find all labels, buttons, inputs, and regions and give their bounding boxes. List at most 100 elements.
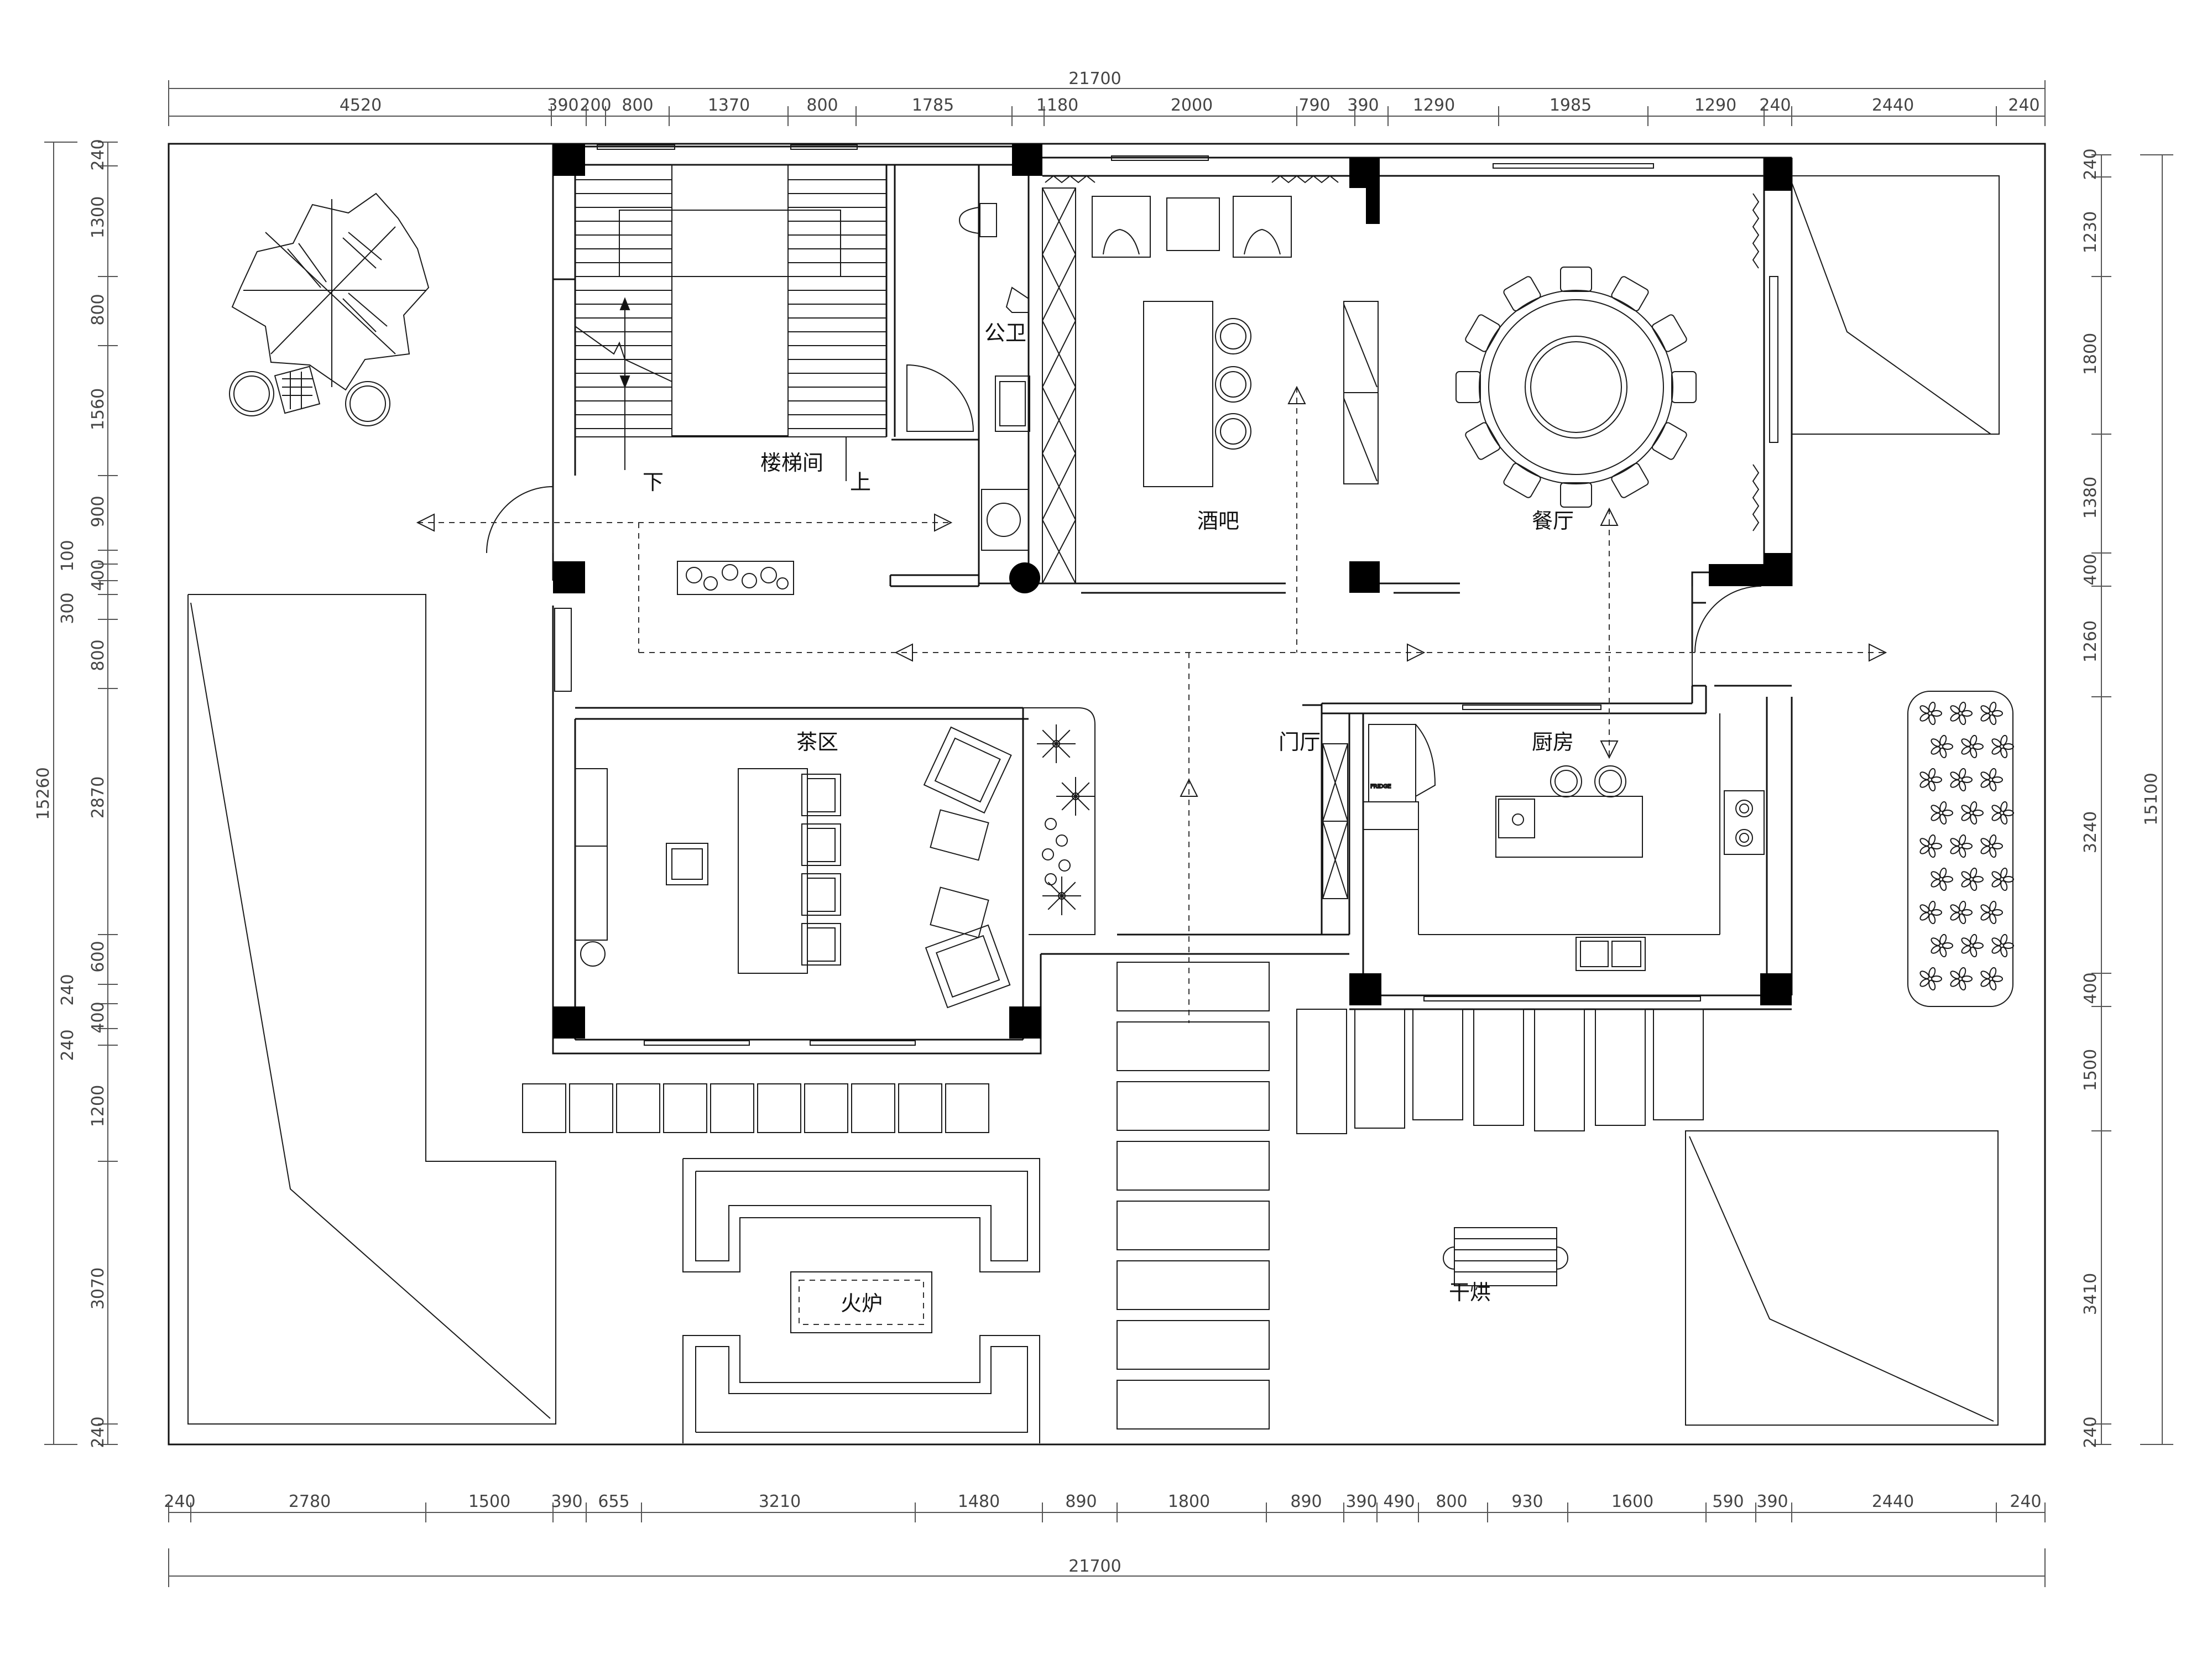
fire-pit <box>790 1271 932 1333</box>
bar-counter <box>1143 301 1213 487</box>
fire-pit-seating <box>682 1158 1040 1443</box>
left-lawn <box>187 594 556 1425</box>
column <box>1760 973 1792 1005</box>
bar-shelf <box>1041 187 1077 584</box>
tea-table <box>738 768 808 974</box>
dim-bottom-10: 890 <box>1290 1492 1322 1511</box>
dim-overall-left: 15260 <box>34 767 53 820</box>
dim-bottom-3: 1500 <box>468 1492 510 1511</box>
dim-overall-top: 21700 <box>1068 69 1121 88</box>
entrance-door <box>486 486 554 554</box>
dim-bottom-17: 390 <box>1756 1492 1788 1511</box>
dim-left-9: 800 <box>88 639 108 671</box>
tea-planter <box>1037 724 1095 915</box>
small-table <box>930 809 989 861</box>
column <box>1764 158 1792 191</box>
column <box>1349 973 1381 1005</box>
dim-top-6: 800 <box>806 96 838 115</box>
column <box>553 561 585 593</box>
dim-right-9: 1500 <box>2081 1049 2100 1091</box>
cooktop <box>1724 790 1765 855</box>
wc-label: 公卫 <box>984 321 1026 345</box>
dims-top-texts: 4520 390 200 800 1370 800 1785 1180 2000… <box>340 96 2040 115</box>
stair-down-label: 下 <box>643 470 664 494</box>
dim-bottom-19: 240 <box>2010 1492 2041 1511</box>
dim-left-16: 3070 <box>88 1267 108 1310</box>
column <box>1012 144 1042 176</box>
dims-right-texts: 240 1230 1800 1380 400 1260 3240 400 150… <box>2081 148 2100 1448</box>
dim-bottom-8: 890 <box>1065 1492 1097 1511</box>
column <box>1009 562 1040 593</box>
tea-area-furniture <box>575 707 1095 1009</box>
dim-overall-right: 15100 <box>2142 773 2161 825</box>
dim-left-12: 240 <box>58 974 77 1005</box>
lounge-chair <box>923 726 1012 814</box>
circulation-paths <box>416 385 1887 1023</box>
kitchen-label: 厨房 <box>1532 730 1574 754</box>
dim-left-14: 240 <box>58 1029 77 1061</box>
column <box>553 1006 585 1039</box>
parasol-table-set <box>229 192 430 426</box>
dim-bottom-7: 1480 <box>958 1492 1000 1511</box>
dim-bottom-5: 655 <box>598 1492 629 1511</box>
fire-pit-label: 火炉 <box>841 1291 883 1316</box>
dim-bottom-1: 240 <box>164 1492 195 1511</box>
column <box>1009 1006 1041 1039</box>
fridge-label: FRIDGE <box>1370 784 1391 790</box>
dim-top-15: 240 <box>1759 96 1791 115</box>
dim-left-4: 1560 <box>88 388 108 430</box>
dimension-lines <box>44 80 2173 1587</box>
dim-bottom-6: 3210 <box>759 1492 801 1511</box>
dim-top-3: 200 <box>580 96 611 115</box>
dining-table-set <box>1455 267 1697 508</box>
dim-top-17: 240 <box>2008 96 2039 115</box>
dim-top-1: 4520 <box>340 96 382 115</box>
small-table <box>930 886 989 938</box>
dim-left-10: 2870 <box>88 776 108 818</box>
dim-left-6: 100 <box>58 540 77 571</box>
kitchen-furniture: FRIDGE <box>1363 713 1765 971</box>
dim-top-11: 390 <box>1347 96 1379 115</box>
dim-bottom-13: 800 <box>1436 1492 1467 1511</box>
dim-left-8: 300 <box>58 592 77 624</box>
dryer-bench <box>1443 1227 1568 1286</box>
dim-top-13: 1985 <box>1550 96 1592 115</box>
right-upper-lawn <box>1791 175 2000 435</box>
dim-left-7: 400 <box>88 559 108 591</box>
dim-overall-bottom: 21700 <box>1068 1557 1121 1576</box>
dim-right-8: 400 <box>2081 972 2100 1004</box>
dim-bottom-15: 1600 <box>1611 1492 1653 1511</box>
kitchen-island <box>1495 796 1643 858</box>
dim-left-3: 800 <box>88 294 108 325</box>
side-table <box>1166 197 1220 251</box>
wc-fixtures <box>906 203 1030 551</box>
dim-bottom-14: 930 <box>1511 1492 1543 1511</box>
dryer-label: 干烘 <box>1449 1280 1491 1305</box>
dim-bottom-12: 490 <box>1383 1492 1415 1511</box>
dim-top-7: 1785 <box>912 96 954 115</box>
dim-top-5: 1370 <box>708 96 750 115</box>
right-dimension-ticks <box>2091 154 2111 1445</box>
dim-bottom-2: 2780 <box>289 1492 331 1511</box>
fridge <box>1368 724 1416 802</box>
washbasin <box>981 489 1029 551</box>
dim-left-5: 900 <box>88 495 108 527</box>
dim-bottom-16: 590 <box>1712 1492 1744 1511</box>
dim-left-11: 600 <box>88 941 108 972</box>
dim-bottom-11: 390 <box>1345 1492 1377 1511</box>
dim-top-8: 1180 <box>1036 96 1078 115</box>
dim-bottom-18: 2440 <box>1872 1492 1914 1511</box>
foyer-label: 门厅 <box>1279 730 1321 754</box>
top-dimension-ticks <box>168 106 2046 126</box>
dim-left-2: 1300 <box>88 196 108 238</box>
dim-right-7: 3240 <box>2081 811 2100 853</box>
dining-label: 餐厅 <box>1532 509 1574 533</box>
dim-right-10: 3410 <box>2081 1273 2100 1315</box>
dim-bottom-9: 1800 <box>1168 1492 1210 1511</box>
dim-right-5: 400 <box>2081 554 2100 585</box>
dim-top-12: 1290 <box>1413 96 1455 115</box>
bar-furniture <box>1092 196 1379 487</box>
dim-bottom-4: 390 <box>551 1492 582 1511</box>
lounge-chair <box>925 924 1011 1009</box>
